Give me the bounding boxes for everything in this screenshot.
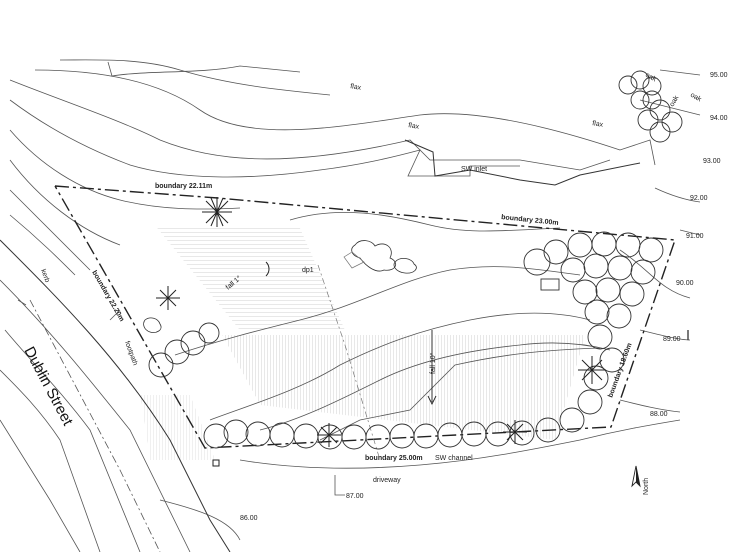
boundary-label-nw: boundary 22.11m	[155, 183, 212, 190]
sw-inlet-label: SW inlet	[461, 166, 487, 173]
north-label: North	[643, 478, 650, 495]
palm-symbols	[156, 197, 606, 447]
oak-label-2: oak	[689, 92, 703, 104]
flax-label-1: flax	[350, 83, 362, 92]
contour-91: 91.00	[686, 233, 704, 240]
driveway-label: driveway	[373, 477, 401, 484]
oak-label-1: oak	[644, 72, 658, 84]
oak-label-3: oak	[669, 94, 681, 108]
road-edges	[0, 239, 231, 552]
boundary-label-south: boundary 25.00m	[365, 455, 423, 462]
contour-95: 95.00	[710, 72, 728, 79]
contour-93: 93.00	[703, 158, 721, 165]
boundary-label-west: boundary 22.20m	[90, 270, 125, 323]
kerb-label: kerb	[39, 268, 50, 283]
contour-90: 90.00	[676, 280, 694, 287]
dp-label: dp1	[302, 267, 314, 274]
flax-label-3: flax	[592, 120, 604, 129]
street-name: Dublin Street	[20, 344, 76, 429]
sw-channel-label: SW channel	[435, 455, 473, 462]
contour-87: 87.00	[346, 493, 364, 500]
contour-89: 89.00	[663, 336, 681, 343]
contour-lines	[9, 59, 701, 541]
contour-92: 92.00	[690, 195, 708, 202]
contour-94: 94.00	[710, 115, 728, 122]
trees	[148, 70, 683, 450]
fall-label-2: fall 10°	[429, 352, 437, 374]
contour-86: 86.00	[240, 515, 258, 522]
paved-areas	[140, 225, 585, 460]
north-arrow: North	[631, 465, 650, 495]
contour-88: 88.00	[650, 411, 668, 418]
footpath-label: footpath	[123, 340, 138, 366]
survey-marker	[212, 459, 220, 467]
flax-label-2: flax	[408, 122, 420, 131]
annotations: boundary 22.11m boundary 23.00m boundary…	[20, 72, 727, 522]
property-boundary	[54, 185, 676, 449]
